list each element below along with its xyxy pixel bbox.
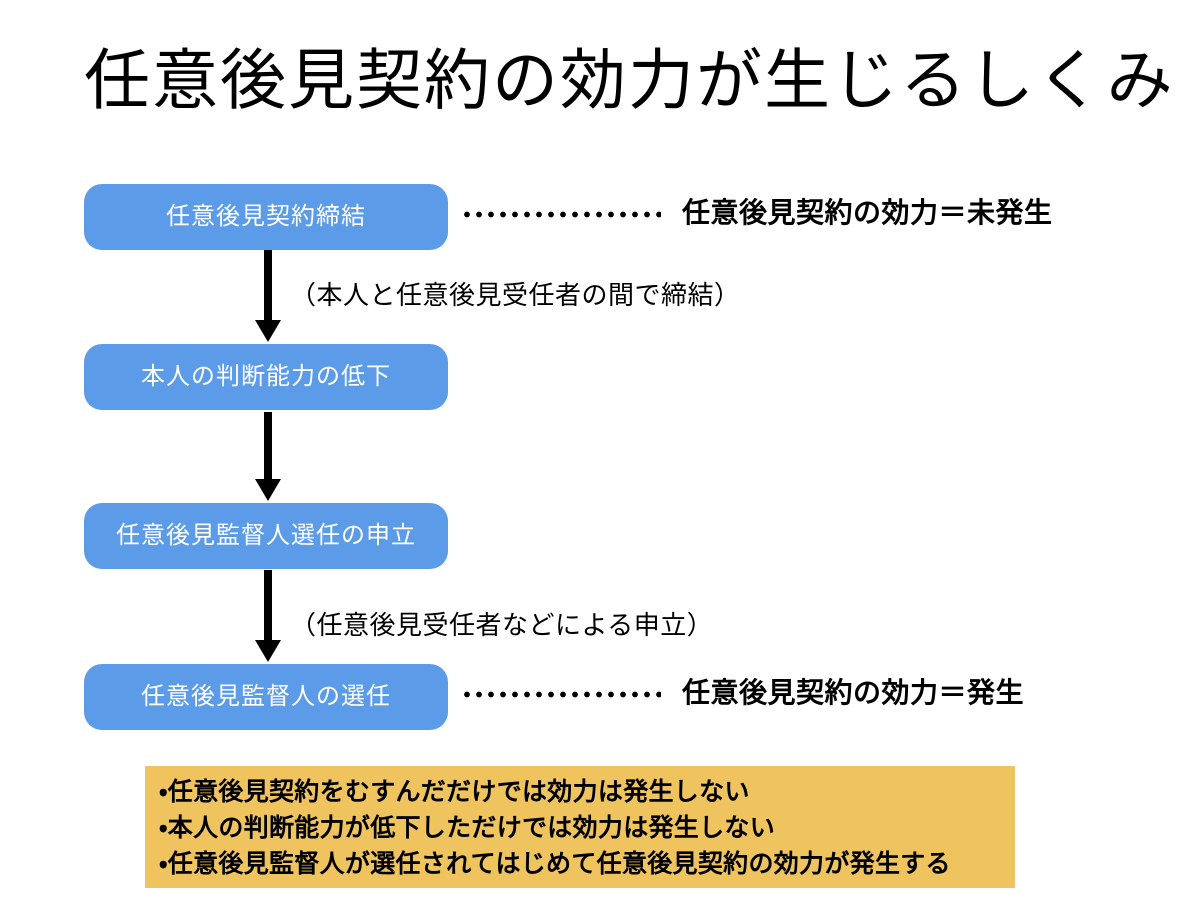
dotted-connector-1 [461, 211, 661, 218]
arrow-head-icon [255, 479, 281, 501]
page-title: 任意後見契約の効力が生じるしくみ [84, 43, 1175, 117]
arrow-shaft [264, 570, 272, 642]
flow-step-box-3[interactable]: 任意後見監督人選任の申立 [84, 503, 448, 569]
flow-arrow-1 [255, 250, 281, 344]
summary-panel: ・任意後見契約をむすんだだけでは効力は発生しない ・本人の判断能力が低下しただけ… [145, 766, 1015, 888]
arrow-head-icon [255, 320, 281, 342]
effect-note-2: 任意後見契約の効力＝発生 [682, 677, 1025, 708]
flow-arrow-2 [255, 412, 281, 503]
arrow-label-2: （任意後見受任者などによる申立） [290, 610, 714, 640]
flow-step-box-1[interactable]: 任意後見契約締結 [84, 184, 448, 250]
arrow-shaft [264, 412, 272, 481]
flow-step-box-4[interactable]: 任意後見監督人の選任 [84, 664, 448, 730]
arrow-head-icon [255, 640, 281, 662]
summary-item-2: ・本人の判断能力が低下しただけでは効力は発生しない [159, 814, 776, 842]
arrow-label-1: （本人と任意後見受任者の間で締結） [290, 280, 741, 310]
arrow-shaft [264, 250, 272, 322]
effect-note-1: 任意後見契約の効力＝未発生 [682, 197, 1053, 228]
summary-item-3: ・任意後見監督人が選任されてはじめて任意後見契約の効力が発生する [159, 850, 951, 878]
flow-step-box-2[interactable]: 本人の判断能力の低下 [84, 344, 448, 410]
flow-arrow-3 [255, 570, 281, 664]
dotted-connector-2 [461, 691, 661, 698]
summary-item-1: ・任意後見契約をむすんだだけでは効力は発生しない [159, 778, 750, 806]
